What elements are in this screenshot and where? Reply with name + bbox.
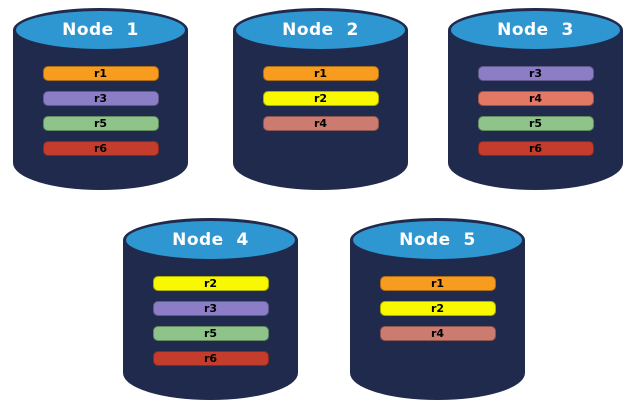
replica-label: r1: [430, 277, 445, 290]
replica-bar-r6: r6: [152, 351, 269, 366]
node-5: Node 5 r1 r2 r4: [350, 218, 525, 400]
replica-bar-r3: r3: [152, 301, 269, 316]
cylinder-body: [13, 30, 188, 190]
replica-bar-r6: r6: [42, 141, 159, 156]
replica-bar-r3: r3: [42, 91, 159, 106]
replica-label: r1: [93, 67, 108, 80]
replica-label: r6: [528, 142, 543, 155]
cylinder-top: Node 1: [13, 8, 188, 52]
cylinder-body: [233, 30, 408, 190]
cylinder-top: Node 2: [233, 8, 408, 52]
replica-bar-r5: r5: [42, 116, 159, 131]
replica-stack: r2 r3 r5 r6: [123, 276, 298, 366]
node-title: Node 1: [62, 20, 139, 40]
replica-bar-r3: r3: [477, 66, 594, 81]
replica-label: r6: [93, 142, 108, 155]
node-3: Node 3 r3 r4 r5 r6: [448, 8, 623, 190]
replica-label: r4: [313, 117, 328, 130]
replica-bar-r2: r2: [262, 91, 379, 106]
replica-label: r4: [528, 92, 543, 105]
replica-bar-r1: r1: [379, 276, 496, 291]
replica-label: r5: [203, 327, 218, 340]
replica-stack: r3 r4 r5 r6: [448, 66, 623, 156]
replica-stack: r1 r2 r4: [233, 66, 408, 131]
replica-bar-r2: r2: [379, 301, 496, 316]
replica-label: r3: [93, 92, 108, 105]
replica-label: r3: [203, 302, 218, 315]
replica-label: r3: [528, 67, 543, 80]
replica-label: r4: [430, 327, 445, 340]
replica-stack: r1 r2 r4: [350, 276, 525, 341]
replica-label: r2: [203, 277, 218, 290]
replica-bar-r1: r1: [42, 66, 159, 81]
node-title: Node 3: [497, 20, 574, 40]
replica-bar-r1: r1: [262, 66, 379, 81]
replica-label: r2: [430, 302, 445, 315]
cylinder-top: Node 5: [350, 218, 525, 262]
replica-label: r5: [93, 117, 108, 130]
node-4: Node 4 r2 r3 r5 r6: [123, 218, 298, 400]
cylinder-top: Node 3: [448, 8, 623, 52]
cylinder-body: [350, 240, 525, 400]
replica-bar-r4: r4: [262, 116, 379, 131]
cylinder-top: Node 4: [123, 218, 298, 262]
node-title: Node 4: [172, 230, 249, 250]
replica-label: r5: [528, 117, 543, 130]
replica-label: r2: [313, 92, 328, 105]
node-title: Node 5: [399, 230, 476, 250]
node-title: Node 2: [282, 20, 359, 40]
cylinder-body: [448, 30, 623, 190]
replica-bar-r6: r6: [477, 141, 594, 156]
replica-bar-r5: r5: [477, 116, 594, 131]
replica-label: r6: [203, 352, 218, 365]
replica-label: r1: [313, 67, 328, 80]
node-2: Node 2 r1 r2 r4: [233, 8, 408, 190]
cylinder-body: [123, 240, 298, 400]
replica-bar-r2: r2: [152, 276, 269, 291]
replica-bar-r4: r4: [379, 326, 496, 341]
replica-stack: r1 r3 r5 r6: [13, 66, 188, 156]
replica-bar-r5: r5: [152, 326, 269, 341]
node-1: Node 1 r1 r3 r5 r6: [13, 8, 188, 190]
replica-bar-r4: r4: [477, 91, 594, 106]
